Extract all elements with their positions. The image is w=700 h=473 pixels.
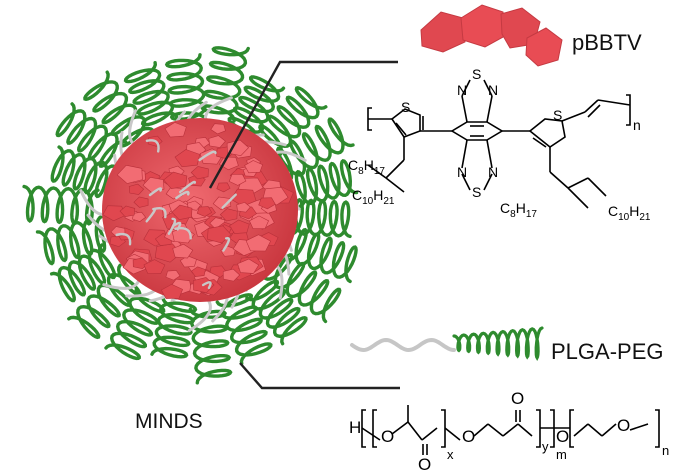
atom-o: O bbox=[617, 416, 630, 435]
pbbtv-plate bbox=[228, 173, 247, 186]
pbbtv-plate bbox=[210, 123, 226, 135]
atom-n: N bbox=[488, 164, 498, 180]
atom-c10h21-right: C10H21 bbox=[608, 203, 651, 223]
pbbtv-structure-atoms: N S N N S N S S C8H17 C10H21 C8H17 C10H2… bbox=[348, 66, 651, 223]
plga-peg-label: PLGA-PEG bbox=[551, 339, 664, 364]
pbbtv-plate bbox=[143, 259, 166, 274]
pbbtv-plate bbox=[163, 171, 188, 190]
peg-helix bbox=[200, 46, 250, 123]
pbbtv-plate bbox=[218, 156, 239, 171]
peg-helix bbox=[150, 295, 198, 359]
pbbtv-plate bbox=[116, 164, 143, 184]
atom-n: N bbox=[457, 164, 467, 180]
pbbtv-plate bbox=[164, 122, 187, 138]
plga-thread bbox=[115, 232, 132, 246]
pbbtv-plate bbox=[196, 206, 213, 217]
peg-helix bbox=[55, 102, 128, 168]
pbbtv-plate bbox=[190, 266, 206, 277]
pbbtv-structure bbox=[367, 79, 631, 209]
subscript-y: y bbox=[542, 439, 549, 454]
peg-helix bbox=[67, 263, 142, 340]
peg-helix bbox=[83, 70, 155, 148]
pbbtv-plate bbox=[165, 270, 181, 281]
peg-helix bbox=[50, 145, 116, 199]
peg-helix bbox=[123, 61, 179, 127]
pbbtv-plate bbox=[119, 205, 136, 218]
peg-helix bbox=[164, 53, 208, 123]
pbbtv-plate bbox=[160, 283, 183, 299]
atom-s: S bbox=[401, 99, 410, 115]
pbbtv-plate bbox=[229, 219, 250, 234]
minds-label: MINDS bbox=[135, 410, 203, 433]
pbbtv-plate bbox=[245, 234, 272, 252]
atom-c10h21-left: C10H21 bbox=[352, 187, 395, 207]
peg-helix bbox=[276, 117, 355, 184]
pbbtv-plate bbox=[219, 208, 238, 222]
atom-n: N bbox=[457, 82, 467, 98]
atom-o-carbonyl: O bbox=[511, 389, 524, 408]
pbbtv-plate bbox=[172, 243, 194, 259]
atom-o-carbonyl: O bbox=[418, 455, 431, 473]
peg-helix bbox=[245, 279, 308, 346]
atom-c8h17-left: C8H17 bbox=[348, 157, 385, 177]
peg-helix bbox=[49, 243, 117, 303]
plga-thread bbox=[167, 217, 177, 235]
atom-n: N bbox=[488, 82, 498, 98]
pbbtv-plate bbox=[226, 139, 250, 157]
pbbtv-plate bbox=[133, 196, 149, 208]
peg-helix bbox=[188, 307, 233, 385]
pbbtv-plate bbox=[222, 268, 241, 282]
plga-thread bbox=[145, 139, 160, 153]
pbbtv-plate bbox=[128, 183, 145, 195]
subscript-x: x bbox=[447, 447, 454, 462]
plga-thread bbox=[152, 206, 167, 219]
peg-helix bbox=[263, 253, 342, 324]
pbbtv-plate bbox=[174, 149, 201, 168]
pbbtv-oligomer-icon bbox=[420, 4, 563, 67]
peg-helix bbox=[104, 287, 166, 361]
atom-h: H bbox=[349, 418, 361, 437]
pbbtv-plate bbox=[244, 160, 263, 174]
pointer-line-pbbtv bbox=[208, 60, 398, 189]
subscript-m: m bbox=[556, 447, 567, 462]
plga-thread bbox=[198, 150, 217, 162]
atom-c8h17-right: C8H17 bbox=[500, 200, 537, 220]
pbbtv-plate bbox=[171, 204, 193, 221]
plga-peg-structure-atoms: H O O x O O y m O O n bbox=[349, 389, 669, 473]
plga-thread bbox=[201, 281, 212, 290]
pbbtv-plate bbox=[258, 197, 276, 210]
plga-thread bbox=[179, 180, 196, 194]
peg-helix bbox=[294, 159, 359, 208]
pbbtv-plate bbox=[132, 211, 147, 222]
atom-s: S bbox=[553, 107, 562, 123]
peg-helix bbox=[22, 184, 100, 226]
atom-s: S bbox=[472, 184, 481, 200]
plga-peg-structure bbox=[361, 405, 660, 455]
pbbtv-label: pBBTV bbox=[572, 30, 642, 55]
atom-s: S bbox=[472, 66, 481, 82]
plga-thread bbox=[148, 187, 163, 197]
pbbtv-plate bbox=[179, 255, 197, 268]
pbbtv-plate bbox=[216, 182, 231, 193]
atom-o: O bbox=[556, 427, 569, 446]
atom-o: O bbox=[381, 427, 394, 446]
plga-thread bbox=[175, 190, 190, 200]
peg-helix bbox=[286, 227, 358, 284]
atom-o: O bbox=[462, 427, 475, 446]
plga-thread bbox=[173, 221, 182, 231]
pbbtv-plate bbox=[236, 202, 251, 213]
pbbtv-plate bbox=[237, 258, 260, 274]
pointer-line-plga-peg bbox=[239, 362, 400, 390]
pbbtv-plate bbox=[208, 135, 226, 148]
subscript-n: n bbox=[662, 443, 669, 458]
pbbtv-plate bbox=[190, 166, 209, 180]
pbbtv-plates bbox=[102, 122, 294, 299]
pbbtv-plate bbox=[249, 215, 269, 229]
peg-helix bbox=[215, 293, 273, 366]
plga-peg-chain-icon bbox=[350, 326, 544, 361]
plga-thread bbox=[221, 193, 237, 209]
repeat-n: n bbox=[633, 117, 641, 133]
plga-thread bbox=[222, 236, 231, 252]
